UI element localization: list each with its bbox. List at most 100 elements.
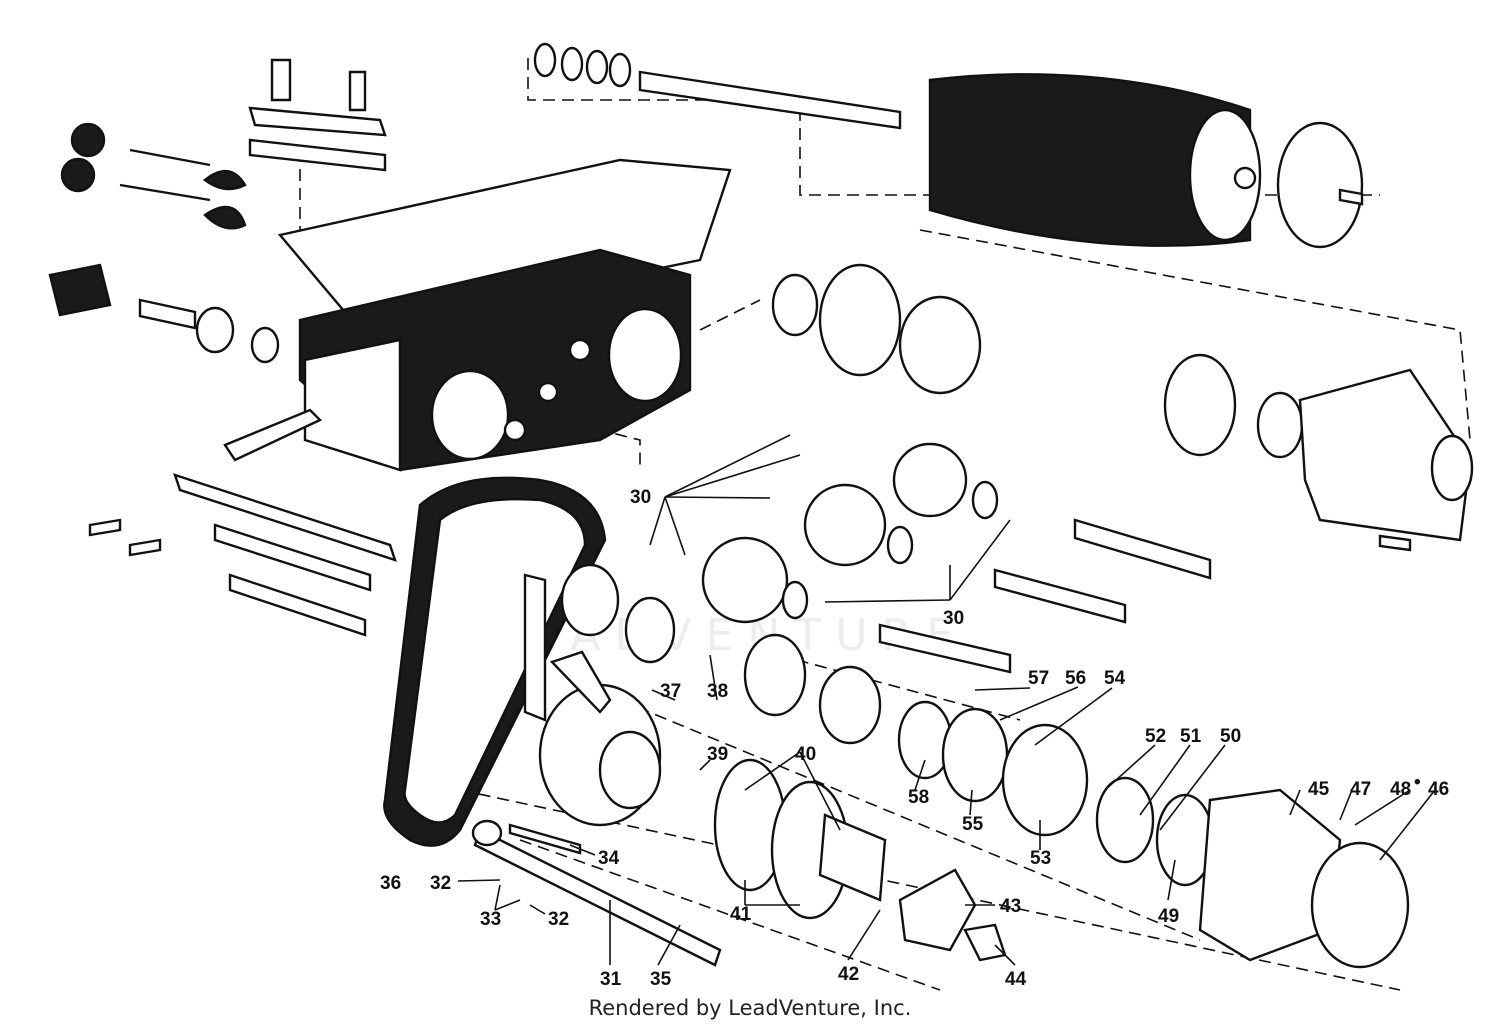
roller-shaft — [638, 70, 902, 130]
lower-bracket — [248, 138, 387, 172]
main-bearing — [743, 633, 807, 717]
label-34: 34 — [598, 848, 620, 869]
clutch-pressure-plate — [818, 813, 887, 902]
clutch-assembly — [538, 563, 1410, 969]
label-52: 52 — [1145, 726, 1166, 747]
label-39: 39 — [707, 744, 728, 765]
bearing-bore-right — [607, 307, 683, 403]
label-50: 50 — [1220, 726, 1241, 747]
thrust-collar — [941, 707, 1009, 803]
control-rod-upper — [129, 148, 211, 167]
housing-side-plate — [303, 338, 402, 472]
gear-shaft-2 — [993, 568, 1127, 624]
differential-bearing — [771, 273, 819, 337]
drum-nut — [1233, 166, 1257, 190]
differential-flange — [898, 295, 982, 395]
drum-end-cover — [1276, 121, 1364, 249]
spacer-upper — [971, 480, 999, 520]
gear-train — [701, 442, 1212, 674]
bearing-housing — [818, 665, 882, 745]
bolt-right — [348, 70, 367, 112]
label-33: 33 — [480, 909, 501, 930]
label-57: 57 — [1028, 668, 1049, 689]
label-58: 58 — [908, 787, 929, 808]
label-31: 31 — [600, 969, 622, 990]
label-38: 38 — [707, 681, 728, 702]
label-44: 44 — [1005, 969, 1027, 990]
drum-end-opening — [1188, 108, 1262, 242]
gearbox-housing — [277, 158, 732, 472]
bearing-bore-left — [430, 369, 510, 461]
cam-lever-upper — [203, 170, 247, 191]
housing-port-2 — [537, 381, 559, 403]
differential-carrier — [1163, 353, 1237, 457]
gear-middle — [803, 483, 887, 567]
spacer-middle — [886, 525, 914, 565]
cover-bolt — [1338, 188, 1364, 206]
render-credit: Rendered by LeadVenture, Inc. — [588, 996, 912, 1020]
mounting-strap — [173, 473, 397, 562]
housing-port-3 — [503, 418, 527, 442]
input-shaft-assembly — [48, 263, 323, 462]
input-shaft — [138, 298, 197, 330]
label-49: 49 — [1158, 906, 1179, 927]
label-40: 40 — [795, 744, 816, 765]
label-41: 41 — [730, 904, 752, 925]
label-42: 42 — [838, 964, 859, 985]
gear-lower — [701, 536, 789, 624]
part-labels: 30 30 57 56 54 37 38 39 40 52 51 50 58 5… — [380, 487, 1449, 990]
belt-pulley — [560, 563, 620, 637]
label-37: 37 — [660, 681, 681, 702]
label-45: 45 — [1308, 779, 1330, 800]
label-30-upper: 30 — [630, 487, 651, 508]
label-35: 35 — [650, 969, 672, 990]
clutch-nut — [963, 923, 1007, 962]
housing-bolt — [1378, 534, 1412, 552]
clutch-bearing — [1001, 723, 1089, 837]
axle-housing-tube — [1430, 434, 1474, 502]
label-48: 48 — [1390, 779, 1411, 800]
side-pin — [223, 408, 323, 462]
mounting-plate-1 — [213, 523, 372, 592]
label-55: 55 — [962, 814, 984, 835]
roller-drum — [928, 73, 1252, 247]
label-32-left: 32 — [430, 873, 451, 894]
strap-bolt-lower — [128, 538, 162, 557]
clutch-drum-hub — [598, 730, 662, 810]
lower-shaft — [471, 573, 722, 967]
gear-shaft-3 — [878, 623, 1012, 674]
label-56: 56 — [1065, 668, 1086, 689]
housing-port — [568, 338, 592, 362]
knob-upper — [70, 122, 106, 158]
knob-lower — [60, 157, 96, 193]
cover-band — [1310, 841, 1410, 969]
top-bracket — [248, 106, 387, 137]
label-30-lower: 30 — [943, 608, 964, 629]
gear-shaft-1 — [1073, 518, 1212, 580]
input-bearing — [195, 306, 235, 354]
cam-lever-lower — [203, 205, 247, 230]
clutch-spring — [1095, 776, 1155, 864]
differential-assembly — [771, 263, 1474, 552]
lower-left-brackets — [88, 473, 397, 637]
input-flange — [48, 263, 112, 317]
strap-bolt-upper — [88, 518, 122, 537]
bolt-left — [270, 58, 292, 102]
label-46: 46 — [1428, 779, 1449, 800]
shaft-seal-rings — [533, 42, 632, 88]
input-pinion — [250, 326, 280, 364]
label-32-right: 32 — [548, 909, 569, 930]
label-48-dot: • — [1414, 772, 1421, 793]
clutch-spider — [898, 868, 977, 952]
label-47: 47 — [1350, 779, 1371, 800]
shaft-key — [508, 823, 582, 855]
control-rod-lower — [119, 183, 211, 202]
carrier-seal — [1256, 391, 1304, 459]
roller-assembly — [533, 42, 1364, 249]
mounting-plate-2 — [228, 573, 367, 637]
label-43: 43 — [1000, 896, 1021, 917]
axle-housing — [1298, 368, 1472, 542]
gear-upper — [892, 442, 968, 518]
top-left-hardware — [60, 58, 387, 230]
